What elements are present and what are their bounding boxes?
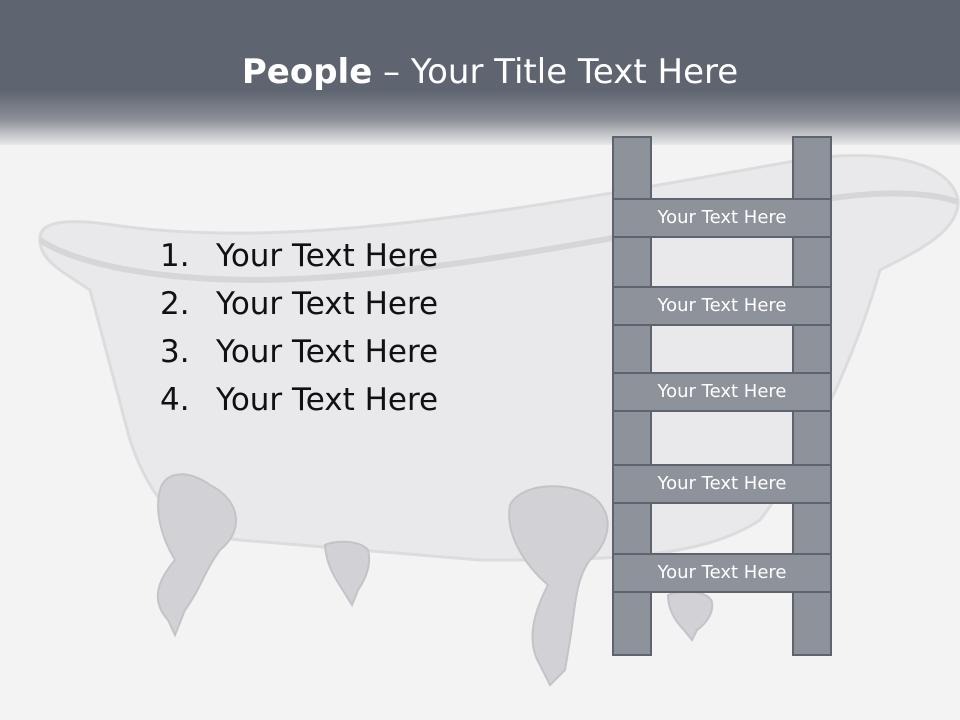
list-number: 3.	[160, 334, 190, 370]
list-number: 2.	[160, 286, 190, 322]
title-bold: People	[241, 52, 373, 92]
list-text: Your Text Here	[216, 334, 439, 370]
list-item: 4. Your Text Here	[160, 376, 438, 424]
title-rest: – Your Title Text Here	[372, 52, 739, 92]
list-number: 1.	[160, 238, 190, 274]
list-text: Your Text Here	[216, 238, 439, 274]
list-item: 2. Your Text Here	[160, 280, 438, 328]
ladder-rung-3: Your Text Here	[612, 372, 832, 412]
tub-feet	[156, 473, 714, 687]
ladder-rung-2: Your Text Here	[612, 286, 832, 326]
list-item: 3. Your Text Here	[160, 328, 438, 376]
numbered-list: 1. Your Text Here 2. Your Text Here 3. Your…	[160, 232, 438, 424]
list-text: Your Text Here	[216, 286, 439, 322]
tub-rim	[38, 190, 960, 284]
ladder-rung-5: Your Text Here	[612, 553, 832, 593]
page-title: People – Your Title Text Here	[0, 52, 960, 92]
list-item: 1. Your Text Here	[160, 232, 438, 280]
list-number: 4.	[160, 382, 190, 418]
bathtub-image	[38, 154, 960, 687]
ladder-rung-1: Your Text Here	[612, 198, 832, 238]
ladder-rung-4: Your Text Here	[612, 464, 832, 504]
list-text: Your Text Here	[216, 382, 439, 418]
header-band	[0, 0, 960, 145]
